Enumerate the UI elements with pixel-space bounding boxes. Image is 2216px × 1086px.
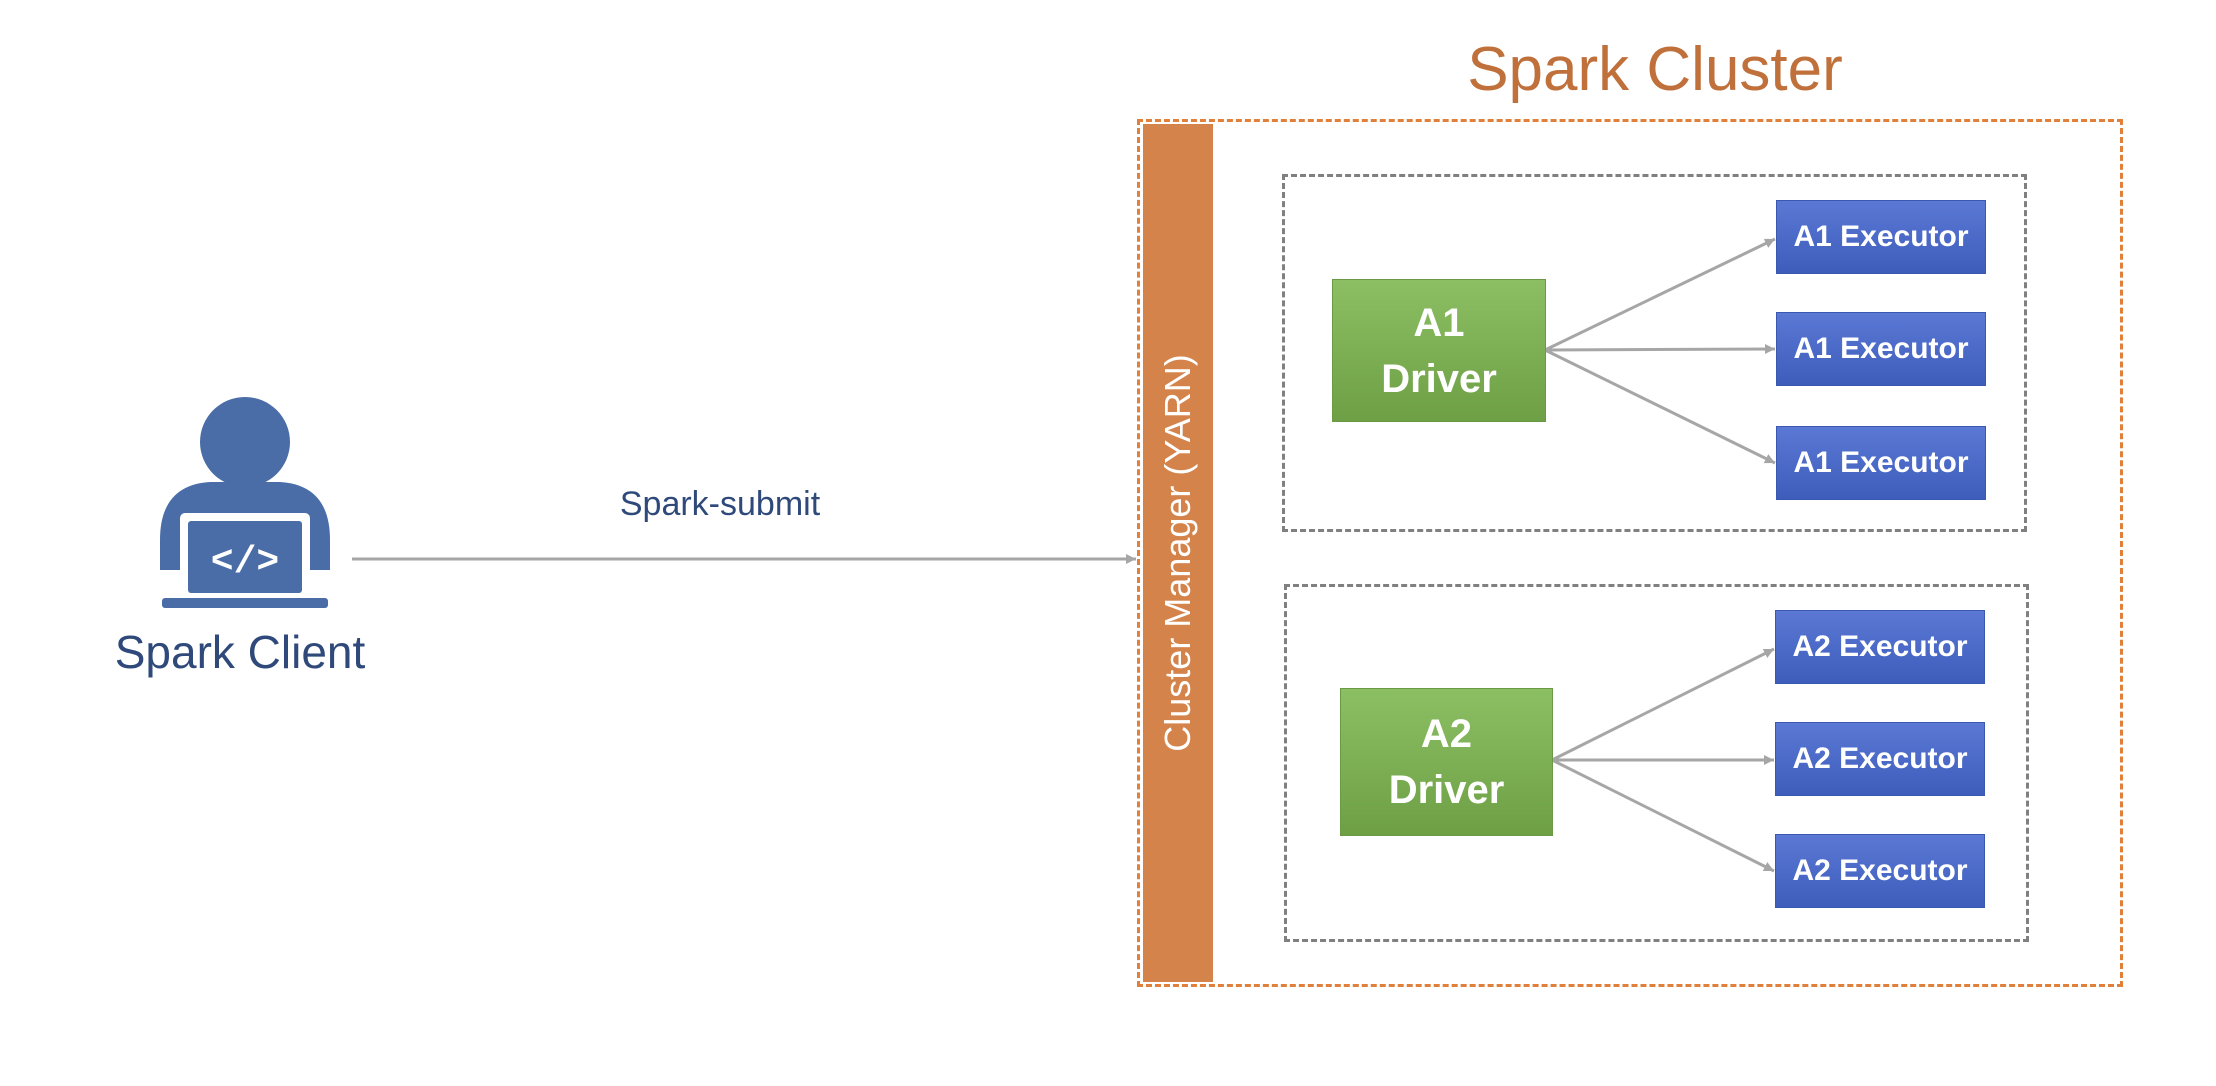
a2-executor-3: A2 Executor (1775, 834, 1985, 908)
edge-a2-executor-1 (1551, 647, 1775, 762)
spark-cluster-title: Spark Cluster (1467, 35, 1843, 104)
cluster-manager-label: Cluster Manager (YARN) (1157, 354, 1198, 752)
app-a1-group (1282, 174, 2027, 532)
edge-a1-executor-1 (1544, 237, 1776, 352)
svg-text:</>: </> (211, 541, 279, 584)
spark-submit-label: Spark-submit (619, 485, 821, 523)
a2-driver-line1: A2 (1420, 712, 1473, 756)
cluster-manager-bar: Cluster Manager (YARN) (1143, 124, 1213, 982)
a1-driver-line1: A1 (1413, 300, 1465, 345)
developer-laptop-icon: </> (160, 397, 330, 608)
a1-driver: A1 Driver (1332, 279, 1546, 422)
a2-executor-2: A2 Executor (1775, 722, 1985, 796)
a1-driver-line2: Driver (1381, 356, 1497, 401)
edge-a2-executor-3 (1551, 758, 1775, 873)
a2-driver: A2 Driver (1340, 688, 1553, 836)
a2-driver-line2: Driver (1388, 768, 1505, 812)
a1-executor-1: A1 Executor (1776, 200, 1986, 274)
spark-client-label: Spark Client (114, 626, 366, 678)
edge-a1-executor-3 (1544, 348, 1776, 465)
spark-cluster-boundary (1137, 119, 2123, 987)
a1-executor-3: A1 Executor (1776, 426, 1986, 500)
app-a2-group (1284, 584, 2029, 942)
edge-a1-executor-2 (1544, 344, 1776, 355)
a1-executor-2: A1 Executor (1776, 312, 1986, 386)
a2-executor-1: A2 Executor (1775, 610, 1985, 684)
